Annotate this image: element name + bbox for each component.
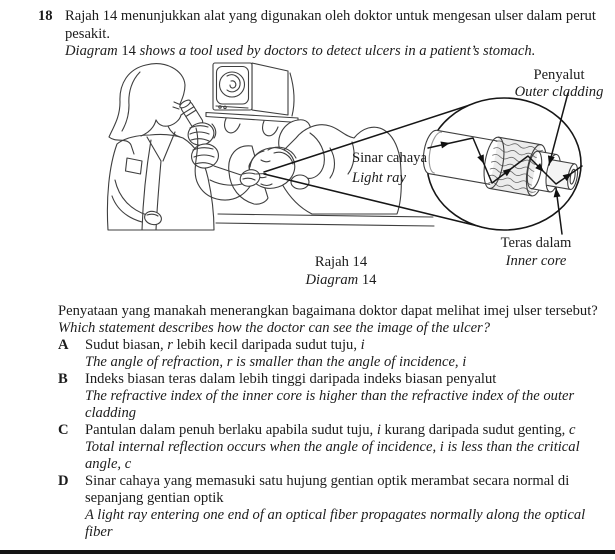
label-inner-core: Teras dalam Inner core (466, 235, 606, 270)
option-d-malay: Sinar cahaya yang memasuki satu hujung g… (85, 473, 570, 506)
question-english: Which statement describes how the doctor… (58, 320, 491, 336)
label-outer-cladding-malay: Penyalut (533, 67, 585, 83)
label-light-ray-malay: Sinar cahaya (352, 150, 427, 166)
core-pointer (553, 187, 563, 235)
doctor-head (108, 63, 186, 155)
light-ray-path (427, 137, 583, 185)
page-bottom-rule (0, 550, 615, 554)
question-malay: Penyataan yang manakah menerangkan bagai… (58, 303, 598, 319)
diagram-caption: Rajah 14 Diagram 14 (271, 254, 411, 289)
option-b: B Indeks biasan teras dalam lebih tinggi… (58, 371, 612, 422)
option-a-text: Sudut biasan, r lebih kecil daripada sud… (85, 337, 612, 371)
fiber-inner-core (546, 159, 579, 191)
intro-text: Rajah 14 menunjukkan alat yang digunakan… (65, 8, 599, 61)
monitor-knobs (215, 105, 249, 110)
option-c-text: Pantulan dalam penuh berlaku apabila sud… (85, 422, 612, 473)
option-d-text: Sinar cahaya yang memasuki satu hujung g… (85, 473, 612, 541)
option-c-english: Total internal reflection occurs when th… (85, 439, 580, 472)
option-b-letter: B (58, 371, 68, 387)
screen-image (218, 71, 246, 98)
option-b-text: Indeks biasan teras dalam lebih tinggi d… (85, 371, 612, 422)
doctor-coat (106, 133, 215, 231)
option-d: D Sinar cahaya yang memasuki satu hujung… (58, 473, 612, 541)
question-number: 18 (38, 8, 53, 24)
coat-pocket (124, 157, 143, 175)
option-c-malay: Pantulan dalam penuh berlaku apabila sud… (85, 422, 576, 438)
doctor-left-arm (111, 179, 162, 226)
label-light-ray: Sinar cahaya Light ray (352, 148, 427, 188)
label-inner-core-english: Inner core (505, 252, 567, 269)
option-a: A Sudut biasan, r lebih kecil daripada s… (58, 337, 612, 371)
doctor-figure (106, 63, 267, 231)
patient-arm (305, 132, 325, 179)
option-c-letter: C (58, 422, 69, 438)
question-block: Penyataan yang manakah menerangkan bagai… (58, 303, 612, 541)
option-a-letter: A (58, 337, 69, 353)
endoscope-eyepiece (179, 99, 204, 129)
option-a-english: The angle of refraction, r is smaller th… (85, 354, 467, 370)
cladding-pointer (547, 92, 569, 166)
caption-malay: Rajah 14 (314, 254, 368, 270)
option-b-malay: Indeks biasan teras dalam lebih tinggi d… (85, 371, 497, 387)
intro-english: Diagram 14 shows a tool used by doctors … (65, 43, 536, 59)
diagram-14: Penyalut Outer cladding Sinar cahaya Lig… (0, 58, 615, 294)
diagram-illustration (106, 62, 583, 235)
question-intro: 18 Rajah 14 menunjukkan alat yang diguna… (38, 8, 604, 61)
callout-cone (263, 102, 483, 228)
endoscope-cable (194, 127, 255, 201)
doctor-hands (187, 122, 220, 169)
label-light-ray-english: Light ray (352, 170, 406, 186)
label-inner-core-malay: Teras dalam (500, 235, 572, 251)
intro-malay: Rajah 14 menunjukkan alat yang digunakan… (65, 8, 596, 42)
ray-arrowheads (440, 141, 572, 182)
caption-english: Diagram 14 (305, 271, 377, 288)
doctor-hair (108, 64, 147, 155)
option-c: C Pantulan dalam penuh berlaku apabila s… (58, 422, 612, 473)
monitor (205, 62, 299, 137)
bed (215, 213, 435, 227)
option-d-letter: D (58, 473, 69, 489)
magnifier-circle (422, 92, 583, 235)
option-b-english: The refractive index of the inner core i… (85, 388, 575, 421)
label-outer-cladding: Penyalut Outer cladding (489, 67, 615, 101)
monitor-side (251, 62, 289, 116)
option-d-english: A light ray entering one end of an optic… (85, 507, 586, 540)
option-a-malay: Sudut biasan, r lebih kecil daripada sud… (85, 337, 365, 353)
label-outer-cladding-english: Outer cladding (514, 84, 604, 100)
